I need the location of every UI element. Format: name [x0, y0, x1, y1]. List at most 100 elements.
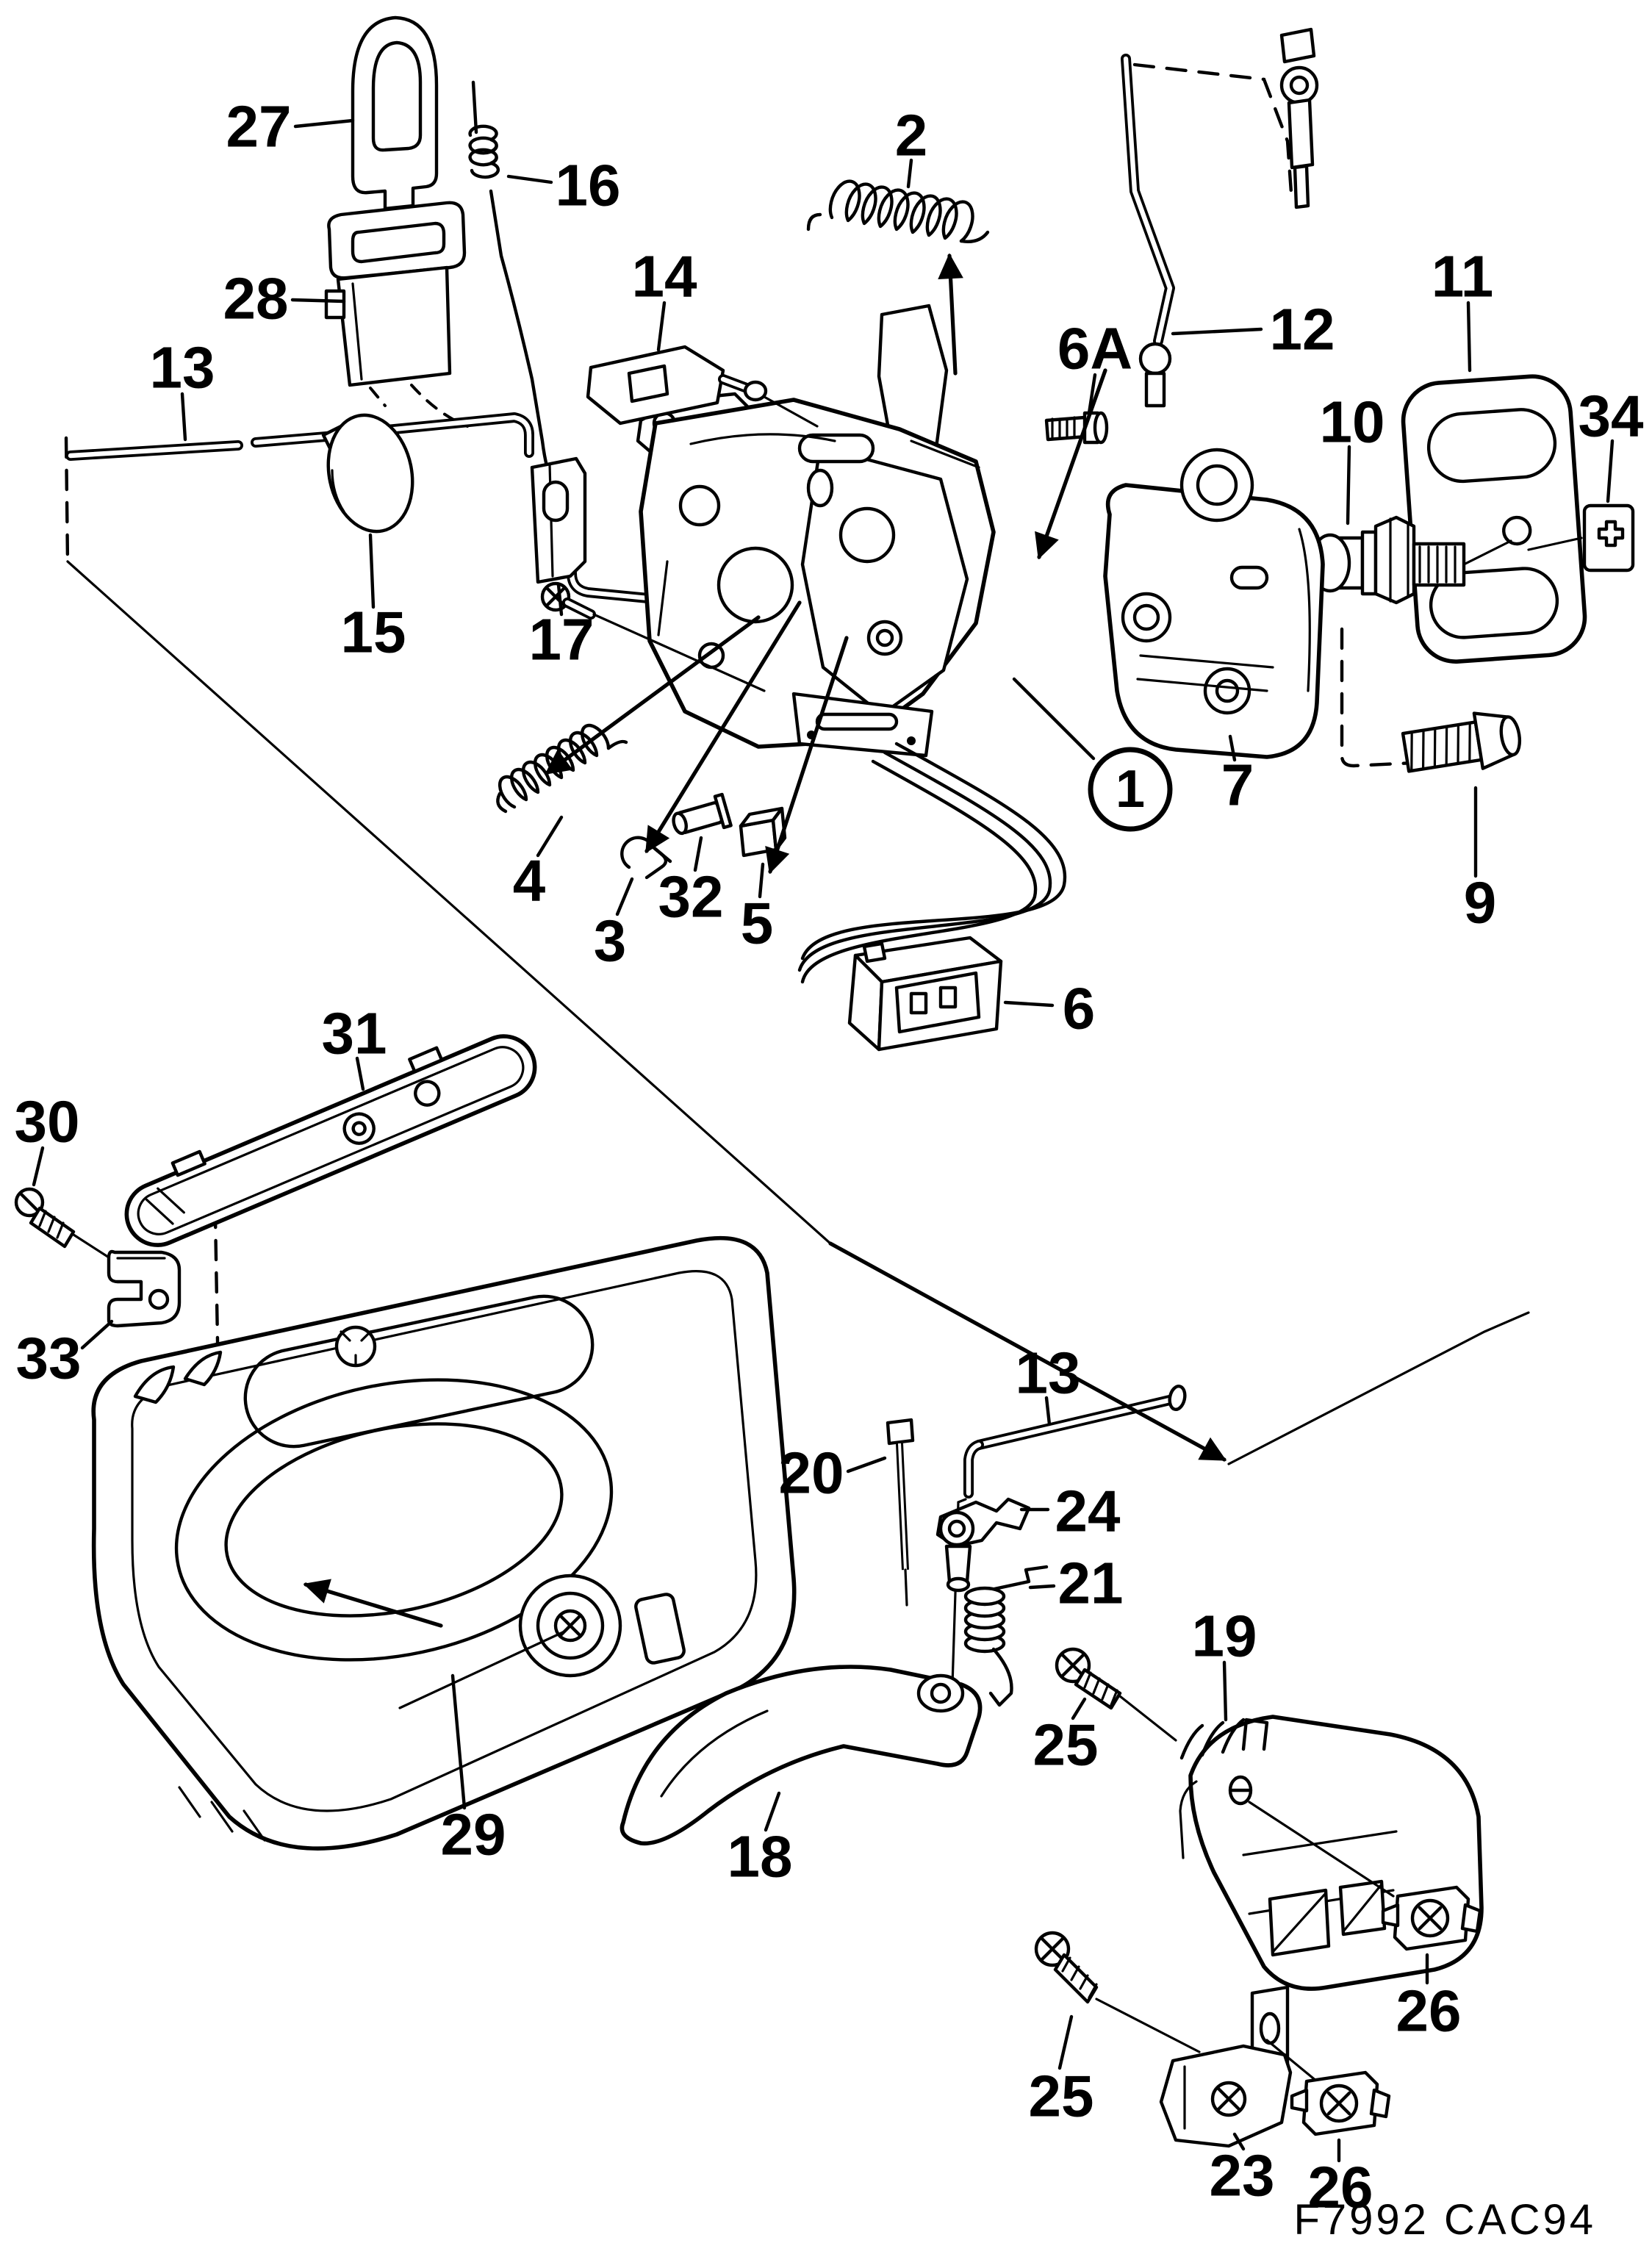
svg-text:6: 6 [1063, 976, 1096, 1041]
callout-32: 32 [658, 836, 724, 930]
part-17-bracket [530, 456, 766, 692]
part-6A-bolt [1044, 411, 1109, 445]
svg-text:4: 4 [513, 848, 546, 914]
pointer-arrow [828, 1241, 1227, 1462]
svg-text:20: 20 [779, 1440, 844, 1506]
part-24-clip [935, 1497, 1031, 1593]
svg-text:7: 7 [1221, 753, 1254, 818]
callout-30: 30 [15, 1089, 80, 1187]
svg-text:31: 31 [322, 1001, 387, 1066]
callout-28: 28 [223, 266, 346, 331]
svg-text:17: 17 [529, 607, 595, 672]
part-30-screw [14, 1187, 116, 1263]
callout-16: 16 [506, 153, 620, 218]
callout-13: 13 [1016, 1341, 1080, 1426]
svg-text:27: 27 [226, 94, 292, 159]
svg-text:5: 5 [741, 891, 774, 956]
callout-3: 3 [594, 877, 634, 974]
part-14-switch [586, 345, 819, 428]
part-23-bracket [1159, 2044, 1293, 2148]
callout-26: 26 [1308, 2138, 1373, 2220]
svg-text:15: 15 [341, 600, 406, 665]
svg-text:28: 28 [223, 266, 289, 331]
callout-20: 20 [779, 1440, 887, 1506]
svg-text:24: 24 [1055, 1479, 1121, 1544]
part-32-pin [672, 792, 733, 836]
callout-23: 23 [1210, 2132, 1275, 2208]
part-12-link-rod [1121, 54, 1175, 408]
svg-text:26: 26 [1396, 1978, 1462, 2044]
svg-text:32: 32 [658, 864, 724, 930]
part-13-lock-rod-lower [957, 1385, 1187, 1504]
callout-6: 6 [1003, 976, 1096, 1041]
latch-assembly [636, 304, 996, 758]
part-15-plug [321, 413, 414, 534]
callout-7: 7 [1221, 734, 1254, 818]
callout-17: 17 [529, 583, 595, 672]
callout-4: 4 [513, 815, 564, 914]
svg-text:3: 3 [594, 908, 627, 974]
figure-code: F7992 CAC94 [1293, 2196, 1596, 2243]
part-6-connector [847, 936, 1003, 1052]
svg-text:30: 30 [15, 1089, 80, 1155]
part-33-bracket [107, 1249, 182, 1328]
svg-text:11: 11 [1432, 244, 1494, 309]
svg-text:25: 25 [1033, 1712, 1099, 1778]
part-11-cover-plate [1401, 374, 1587, 664]
part-26-nut-lower [1265, 2039, 1391, 2136]
svg-text:23: 23 [1210, 2143, 1275, 2208]
svg-text:12: 12 [1270, 297, 1335, 362]
callout-21: 21 [1028, 1551, 1123, 1616]
callout-13: 13 [150, 335, 215, 442]
pointer-arrow [644, 600, 802, 853]
callout-26: 26 [1396, 1953, 1462, 2044]
part-7-housing [1103, 448, 1325, 759]
svg-text:25: 25 [1029, 2064, 1094, 2129]
svg-text:18: 18 [728, 1824, 793, 1889]
part-13-lock-rod [65, 412, 534, 461]
svg-text:10: 10 [1320, 390, 1385, 455]
svg-text:26: 26 [1308, 2155, 1373, 2220]
callout-25: 25 [1033, 1697, 1099, 1778]
pointer-arrow [938, 253, 963, 376]
part-28-knob-guide [324, 201, 467, 387]
part-2-spring [806, 179, 990, 243]
part-31-trim-strip [124, 1034, 537, 1247]
pointer-arrow [545, 615, 761, 775]
svg-text:1: 1 [1116, 760, 1145, 819]
svg-text:2: 2 [895, 103, 928, 168]
pointer-arrow [303, 1579, 443, 1628]
part-29-door-pocket [91, 1235, 797, 1851]
part-9-screw [1401, 711, 1522, 773]
svg-text:34: 34 [1579, 384, 1644, 449]
svg-text:13: 13 [150, 335, 215, 401]
callout-1-circled: 1 [1012, 677, 1173, 832]
part-12-ball-socket-link [1279, 27, 1319, 209]
svg-text:19: 19 [1192, 1604, 1257, 1669]
callout-2: 2 [895, 103, 928, 189]
callout-34: 34 [1579, 384, 1644, 503]
part-26-nut-upper [1381, 1885, 1482, 1951]
callout-18: 18 [728, 1791, 793, 1889]
svg-text:6A: 6A [1057, 316, 1132, 381]
callout-11: 11 [1432, 244, 1494, 373]
pointer-arrow [1035, 368, 1107, 560]
callout-25: 25 [1029, 2014, 1094, 2129]
callout-31: 31 [322, 1001, 387, 1091]
callout-24: 24 [1019, 1479, 1121, 1544]
callout-19: 19 [1192, 1604, 1257, 1722]
callout-9: 9 [1464, 786, 1496, 936]
callout-33: 33 [16, 1319, 114, 1391]
svg-text:14: 14 [632, 244, 697, 309]
svg-text:33: 33 [16, 1326, 82, 1391]
wiring-cable [797, 742, 1067, 984]
part-25-screw-lower [1034, 1931, 1201, 2053]
callout-6A: 6A [1057, 316, 1132, 415]
part-20-pin [886, 1418, 915, 1607]
part-25-screw-upper [1055, 1647, 1177, 1742]
callout-12: 12 [1171, 297, 1335, 362]
callout-5: 5 [741, 862, 774, 956]
